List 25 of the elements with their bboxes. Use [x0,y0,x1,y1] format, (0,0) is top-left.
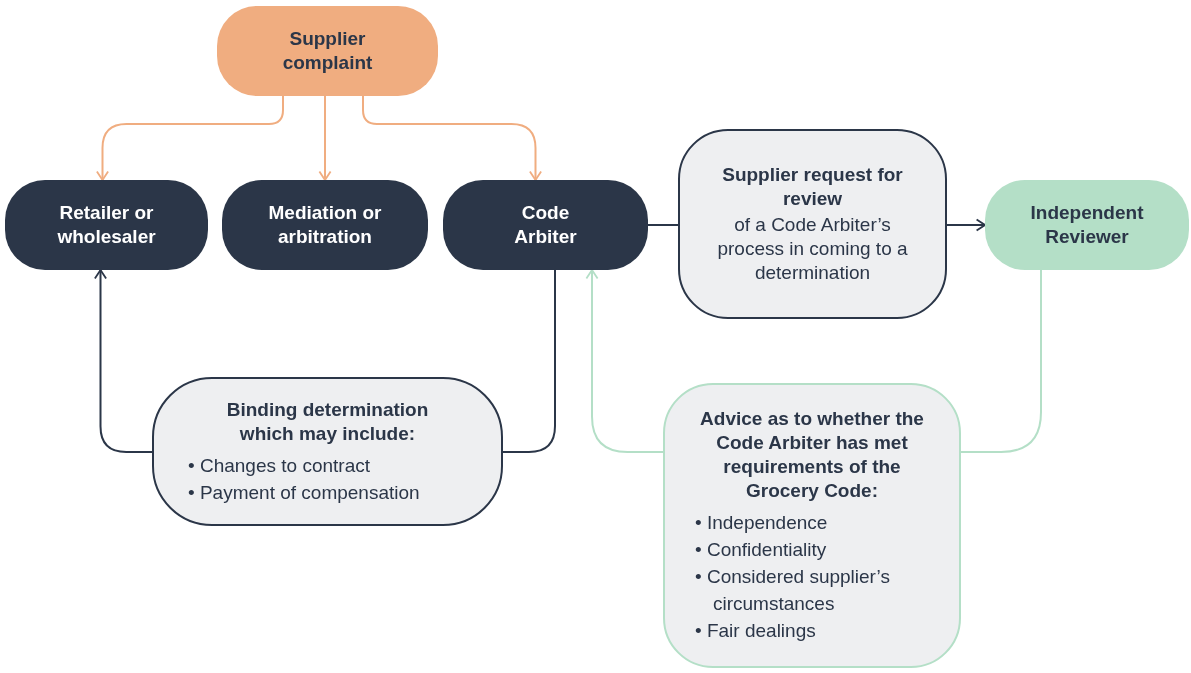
node-title: Mediation or arbitration [267,201,383,249]
arrow [585,269,664,453]
arrow [946,218,986,232]
node-title: Binding determination which may include: [225,397,430,446]
bullet-item: • Payment of compensation [188,480,421,505]
advice-box [663,383,961,668]
node-title: Supplier complaint [281,27,374,75]
connector-line [502,269,556,453]
bullet-item: • Considered supplier’s circumstances [695,565,891,616]
node-title: Code Arbiter [513,201,578,249]
bullet-item: • Independence [695,511,829,535]
request-box [678,129,947,319]
bullet-item: • Confidentiality [695,538,828,562]
node-title: Retailer or wholesaler [56,201,157,249]
bullet-item: • Fair dealings [695,619,817,643]
node-text: of a Code Arbiter’s process in coming to a determination [716,213,909,285]
connector-line [647,224,679,226]
arrow [94,269,153,453]
arrow [318,95,332,181]
arrow [96,95,284,181]
bullet-item: • Changes to contract [188,453,371,478]
node-title: Independent Reviewer [1029,201,1145,249]
node-title: Advice as to whether the Code Arbiter has met requirements of the Grocery Code: [699,407,925,503]
connector-line [960,269,1042,453]
arrow [362,95,542,181]
